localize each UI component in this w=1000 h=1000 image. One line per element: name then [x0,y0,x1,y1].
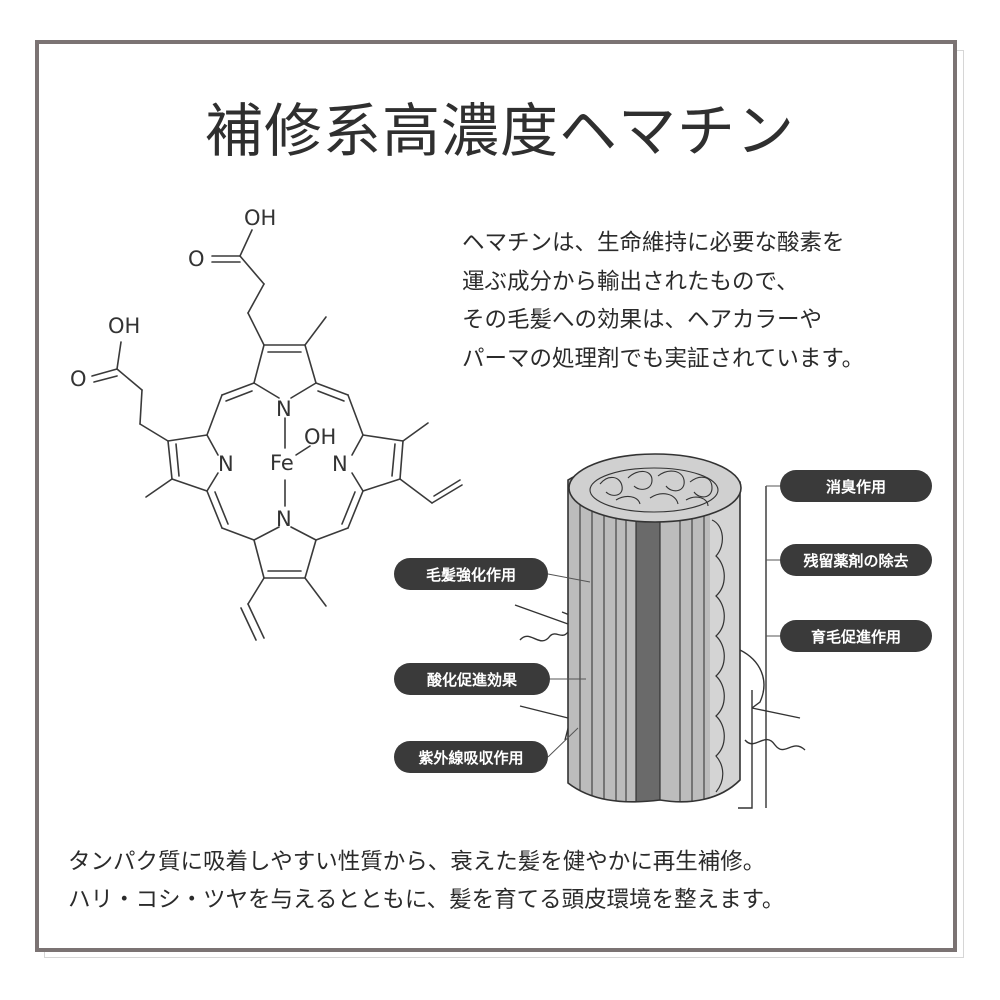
pyrrole-right [351,434,404,492]
svg-text:消臭作用: 消臭作用 [826,478,886,496]
label-uv-absorption: 紫外線吸収作用 [394,741,548,773]
description: ヘマチンは、生命維持に必要な酸素を 運ぶ成分から輸出されたもので、 その毛髪への… [462,224,942,378]
atom-oh-fe: OH [304,425,336,449]
cortex-swirls [589,467,719,513]
pyrrole-bottom [253,526,317,579]
atom-n-right: N [332,452,348,476]
pyrrole-left [167,434,219,492]
label-strengthening: 毛髪強化作用 [394,558,548,590]
hair-medulla [635,479,661,802]
atom-n-left: N [218,452,234,476]
iron-bonds [284,417,311,507]
atom-o-left: O [70,367,87,391]
hair-cuticle [710,470,740,802]
svg-text:酸化促進効果: 酸化促進効果 [427,671,518,689]
methyl-groups [145,316,429,607]
label-oxidation: 酸化促進効果 [394,663,550,695]
label-deodorizing: 消臭作用 [780,470,932,502]
propionic-chain-top [211,229,265,346]
atom-oh-top: OH [244,206,276,230]
description-line: 運ぶ成分から輸出されたもので、 [462,268,799,295]
hair-diagram: 毛髪強化作用 酸化促進効果 紫外線吸収作用 消臭作用 残留薬剤の除去 育毛促進作… [394,453,932,809]
atom-n-top: N [276,397,292,421]
vinyl-groups [240,478,463,641]
summary-line: ハリ・コシ・ツヤを与えるとともに、髪を育てる頭皮環境を整えます。 [68,887,785,913]
atom-fe: Fe [270,451,294,475]
label-hair-growth: 育毛促進作用 [780,620,932,652]
methine-bridges [206,382,364,541]
svg-text:紫外線吸収作用: 紫外線吸収作用 [418,749,523,767]
description-line: ヘマチンは、生命維持に必要な酸素を [462,230,845,256]
description-line: その毛髪への効果は、ヘアカラーや [462,307,823,333]
label-residue-removal: 残留薬剤の除去 [780,544,932,576]
atom-oh-left: OH [108,314,140,338]
svg-text:育毛促進作用: 育毛促進作用 [811,628,901,646]
description-line: パーマの処理剤でも実証されています。 [462,345,865,372]
pyrrole-top [253,344,317,399]
atom-n-bottom: N [276,507,292,531]
label-leaders [547,485,780,758]
summary: タンパク質に吸着しやすい性質から、衰えた髪を健やかに再生補修。 ハリ・コシ・ツヤ… [68,843,948,919]
hematin-structure [91,229,463,641]
svg-text:毛髪強化作用: 毛髪強化作用 [426,566,516,584]
propionic-chain-left [91,341,169,442]
atom-labels: OH O OH O N N N N Fe OH [70,206,348,531]
page-title: 補修系高濃度ヘマチン [204,97,795,165]
atom-o-top: O [188,247,205,271]
summary-line: タンパク質に吸着しやすい性質から、衰えた髪を健やかに再生補修。 [68,849,766,875]
svg-text:残留薬剤の除去: 残留薬剤の除去 [803,552,908,570]
hair-top-face [568,453,742,523]
